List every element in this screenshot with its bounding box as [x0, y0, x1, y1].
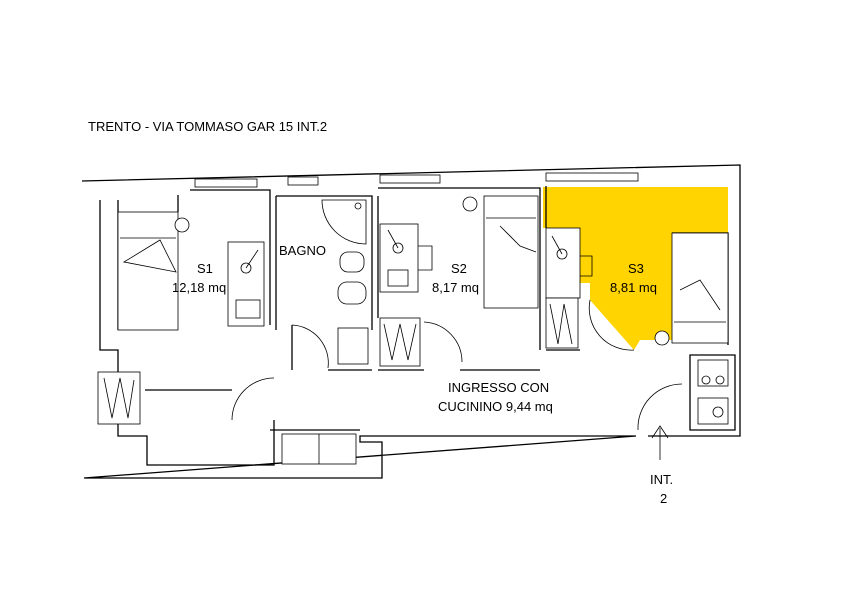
desk-icon	[545, 227, 581, 299]
room-s2-area: 8,17 mq	[432, 280, 479, 295]
corridor-wall	[145, 389, 360, 431]
s1-furniture	[97, 211, 265, 425]
arrow-up-icon	[651, 425, 669, 460]
kitchenette	[697, 359, 729, 425]
sink-icon	[462, 196, 478, 212]
room-ingresso-name: INGRESSO CON	[448, 380, 549, 395]
toilet-icon	[337, 281, 367, 305]
desk-icon	[379, 223, 419, 293]
washbasin-icon	[337, 327, 369, 365]
wardrobe-icon	[97, 371, 141, 425]
outer-wall	[81, 164, 741, 479]
desk-icon	[227, 241, 265, 327]
room-s3-highlight	[543, 187, 728, 350]
wardrobe-icon	[545, 297, 579, 349]
sink-icon	[654, 330, 670, 346]
bed-icon	[117, 211, 179, 331]
room-s2-name: S2	[451, 261, 467, 276]
room-s1-area: 12,18 mq	[172, 280, 226, 295]
address-title: TRENTO - VIA TOMMASO GAR 15 INT.2	[88, 119, 327, 134]
inner-outline	[99, 200, 275, 466]
shower-icon	[321, 199, 367, 245]
room-bagno-name: BAGNO	[279, 243, 326, 258]
bidet-icon	[339, 251, 365, 273]
bed-icon	[671, 232, 729, 344]
room-s3-name: S3	[628, 261, 644, 276]
s2-furniture	[379, 195, 539, 309]
entrance-label-line1: INT.	[650, 472, 673, 487]
room-s3-area: 8,81 mq	[610, 280, 657, 295]
sink-icon	[174, 217, 190, 233]
bed-icon	[483, 195, 539, 309]
windows	[194, 172, 639, 188]
wardrobe-icon	[379, 317, 421, 367]
door-swings	[231, 299, 683, 431]
room-s1-name: S1	[197, 261, 213, 276]
room-ingresso-area: CUCININO 9,44 mq	[438, 399, 553, 414]
s3-furniture	[545, 227, 729, 349]
bathroom-fixtures	[321, 199, 421, 367]
hob-icon	[701, 375, 711, 385]
sink-icon	[712, 406, 724, 418]
entrance-label-line2: 2	[660, 491, 667, 506]
